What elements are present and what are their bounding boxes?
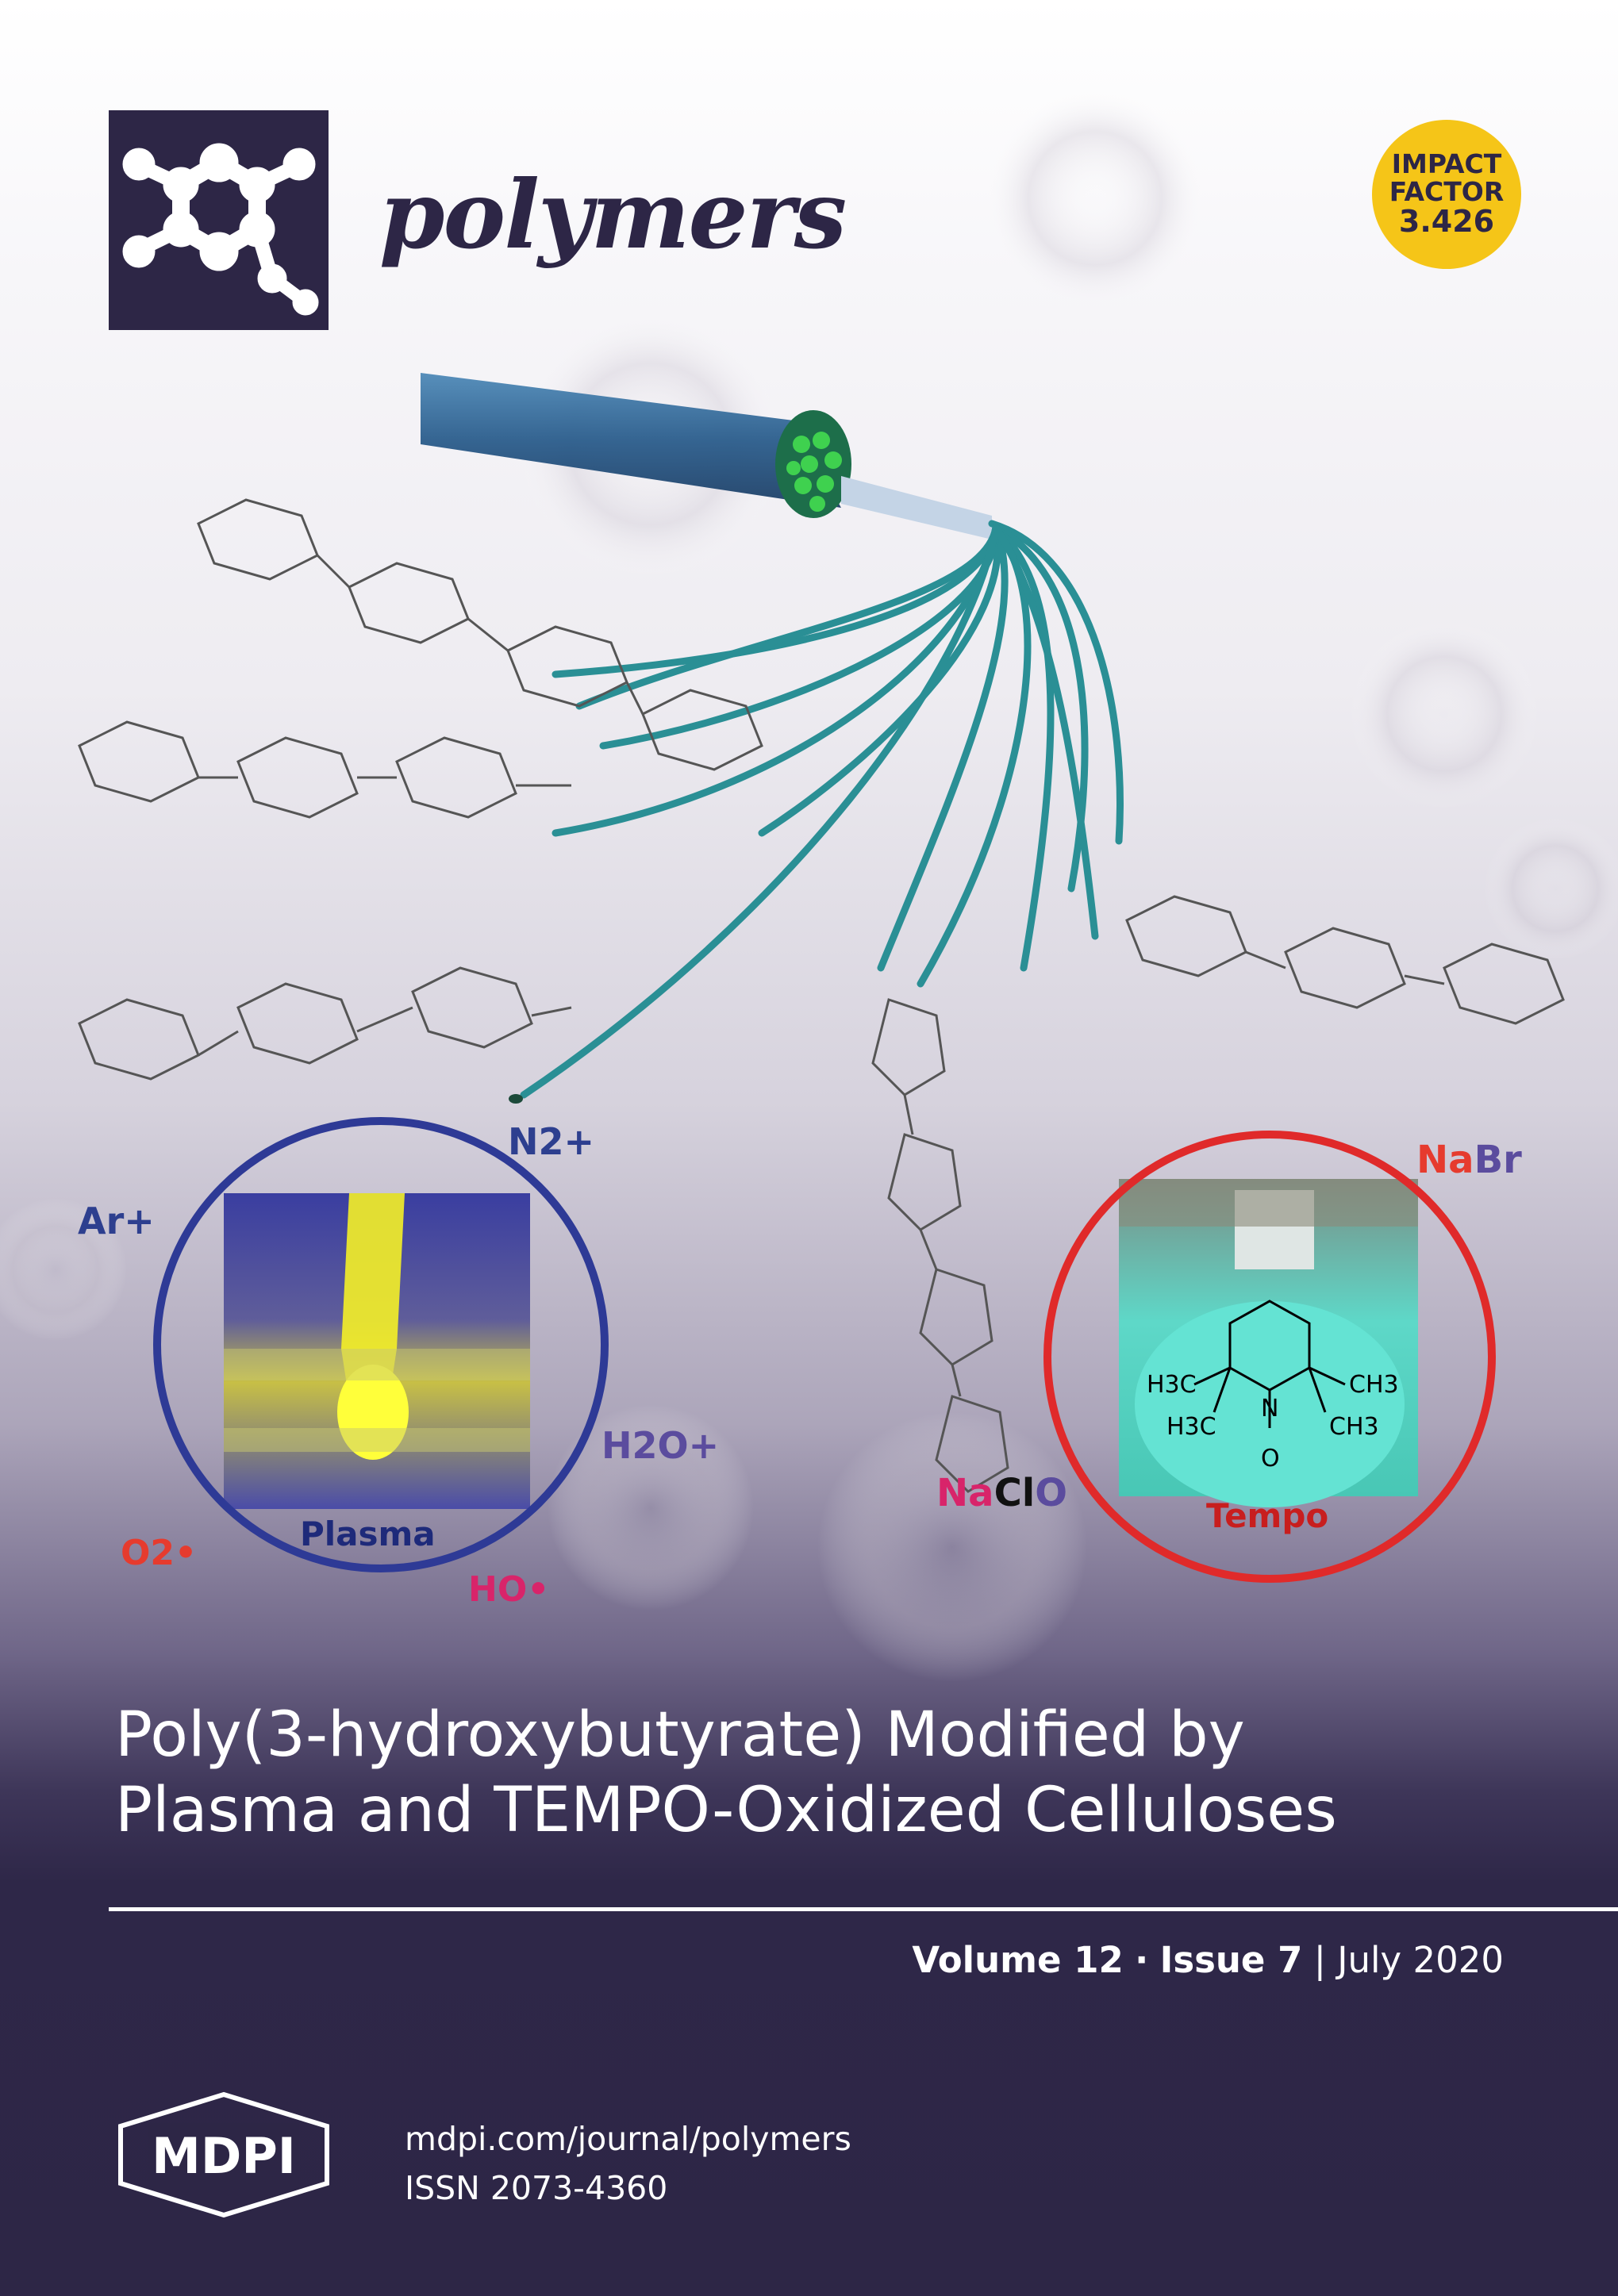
ar-plus-label: Ar+	[78, 1200, 155, 1242]
article-title-line1: Poly(3-hydroxybutyrate) Modified by	[115, 1699, 1245, 1771]
issue-label: Issue 7	[1159, 1939, 1303, 1981]
plasma-treatment-illustration	[153, 1117, 609, 1572]
ho-radical-label: HO•	[468, 1569, 549, 1610]
issn-number: ISSN 2073-4360	[405, 2169, 668, 2207]
polymer-molecule-icon	[109, 110, 329, 330]
o2-radical-label: O2•	[121, 1533, 197, 1573]
factor-label: FACTOR	[1389, 176, 1505, 208]
tempo-methyl-right-top: CH3	[1349, 1371, 1399, 1399]
impact-label: IMPACT	[1391, 148, 1502, 180]
issue-pipe: |	[1313, 1939, 1326, 1981]
volume-label: Volume 12	[912, 1939, 1124, 1981]
issue-info: Volume 12 · Issue 7 | July 2020	[873, 1939, 1504, 1981]
issue-date: July 2020	[1337, 1939, 1504, 1981]
tempo-methyl-left-top: H3C	[1147, 1371, 1197, 1399]
cellulose-chains	[78, 498, 1565, 1493]
article-title-line2: Plasma and TEMPO-Oxidized Celluloses	[115, 1775, 1337, 1847]
impact-factor-badge: IMPACT FACTOR 3.426	[1372, 120, 1521, 269]
nabr-label: NaBr	[1416, 1138, 1522, 1182]
journal-url[interactable]: mdpi.com/journal/polymers	[405, 2120, 851, 2158]
tempo-nitrogen: N	[1261, 1395, 1278, 1423]
cellulose-fiber-cable	[421, 373, 1124, 1104]
mdpi-logo: MDPI	[118, 2091, 329, 2218]
naclo-label: NaClO	[936, 1471, 1067, 1515]
tempo-oxygen: O	[1261, 1445, 1280, 1472]
tempo-methyl-left-bottom: H3C	[1166, 1413, 1216, 1441]
title-divider	[109, 1907, 1618, 1911]
mdpi-wordmark: MDPI	[152, 2127, 296, 2185]
article-title: Poly(3-hydroxybutyrate) Modified by Plas…	[115, 1698, 1583, 1849]
issue-separator: ·	[1135, 1939, 1149, 1981]
tempo-caption: Tempo	[1206, 1496, 1328, 1535]
tempo-methyl-right-bottom: CH3	[1329, 1413, 1379, 1441]
impact-factor-value: 3.426	[1398, 203, 1495, 239]
plasma-caption: Plasma	[300, 1515, 436, 1553]
n2-plus-label: N2+	[508, 1120, 594, 1163]
tempo-oxidation-illustration	[1043, 1131, 1496, 1583]
journal-title: polymers	[379, 159, 847, 270]
h2o-plus-label: H2O+	[601, 1424, 719, 1467]
background-cells	[0, 87, 1618, 1682]
